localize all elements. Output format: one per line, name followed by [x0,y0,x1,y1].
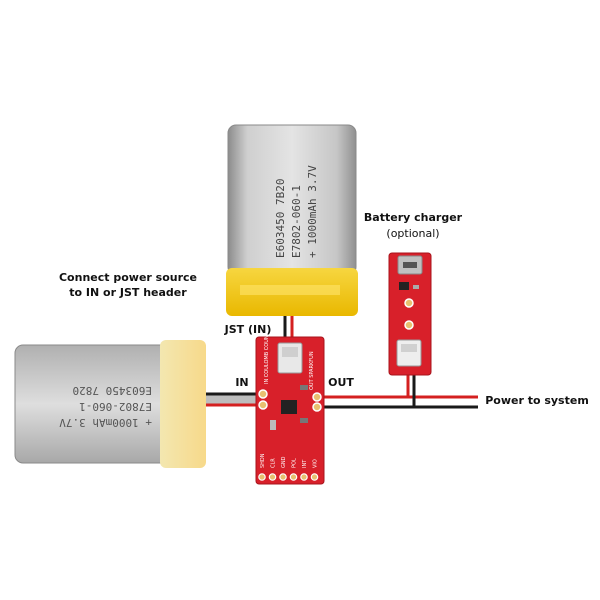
charger-chip [399,282,409,290]
battery-charger [388,252,432,376]
out-label: OUT [328,376,354,389]
header-pin-label-gnd: GND [281,456,287,468]
top-battery-text-2: E7802-060-1 [290,185,303,258]
header-pin-gnd [279,473,287,481]
out-pad-2 [312,402,322,412]
in-label: IN [235,376,248,389]
top-battery-text-3: + 1000mAh 3.7V [306,165,319,258]
power-to-system-label: Power to system [485,394,589,407]
in-pad-1 [258,389,268,399]
charger-label-line-2: (optional) [386,227,439,240]
coulomb-chip [281,400,297,414]
connect-label-line-2: to IN or JST header [69,286,187,299]
header-pins: SHDN CLR GND POL INT VIO [258,453,319,481]
charger-pad-2 [404,320,414,330]
left-battery-text-3: E603450 7820 [73,384,152,397]
board-side-text: IN COULOMB COUNTER [264,325,270,384]
left-battery-lead [200,394,260,404]
top-battery-text-1: E603450 7B20 [274,179,287,258]
header-pin-clr [268,473,277,481]
header-pin-shdn [258,473,266,481]
coulomb-counter-board: IN COULOMB COUNTER OUT SPARKFUN SHDN CLR G… [255,325,325,485]
header-pin-vio [310,473,319,481]
header-pin-label-shdn: SHDN [260,453,266,468]
header-pin-pol [289,473,298,481]
left-battery-text-1: + 1000mAh 3.7V [59,416,152,429]
top-battery: E603450 7B20 E7802-060-1 + 1000mAh 3.7V [226,124,358,316]
left-battery: + 1000mAh 3.7V E7802-060-1 E603450 7820 [14,340,206,468]
charger-pad-1 [404,298,414,308]
left-battery-kapton-wrap [160,340,206,468]
header-pin-int [300,473,308,481]
out-pad-1 [312,392,322,402]
left-battery-text-2: E7802-060-1 [79,400,152,413]
header-pin-label-clr: CLR [271,458,277,468]
header-pin-label-int: INT [302,459,308,468]
charger-label-line-1: Battery charger [364,211,463,224]
charger-jst-connector [396,339,422,367]
jst-label: JST (IN) [224,323,272,336]
header-pin-label-pol: POL [292,458,298,468]
header-pin-label-vio: VIO [313,459,319,468]
board-right-text: OUT SPARKFUN [309,351,315,390]
connect-label-line-1: Connect power source [59,271,197,284]
in-pad-2 [258,400,268,410]
wires [200,300,478,409]
